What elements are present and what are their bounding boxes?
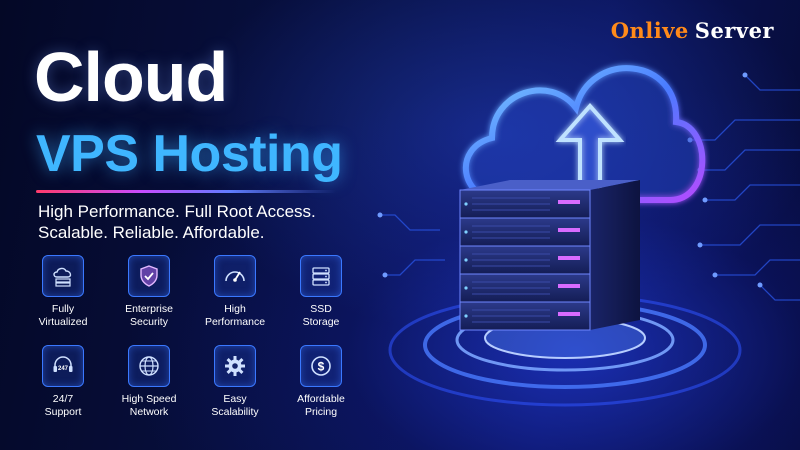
headset-247-icon: 247: [42, 345, 84, 387]
brand-name-part1: Onlive: [610, 18, 689, 43]
headline-vps-hosting: VPS Hosting: [36, 125, 343, 183]
brand-name-part2: Server: [694, 18, 774, 43]
headline-underline: [36, 190, 336, 193]
svg-text:$: $: [318, 360, 325, 374]
globe-icon: [128, 345, 170, 387]
cloud-server-icon: [42, 255, 84, 297]
gear-icon: [214, 345, 256, 387]
speedometer-icon: [214, 255, 256, 297]
ssd-drive-icon: [300, 255, 342, 297]
headline-cloud: Cloud: [34, 38, 228, 116]
dollar-coin-icon: $: [300, 345, 342, 387]
tagline-line-2: Scalable. Reliable. Affordable.: [38, 223, 265, 242]
brand-logo: Onlive Server: [611, 18, 774, 43]
tagline-line-1: High Performance. Full Root Access.: [38, 202, 316, 221]
cloud-upload-icon: [462, 65, 706, 203]
server-rack-illustration: [459, 180, 640, 331]
shield-check-icon: [128, 255, 170, 297]
icon-247-text: 247: [58, 366, 69, 372]
